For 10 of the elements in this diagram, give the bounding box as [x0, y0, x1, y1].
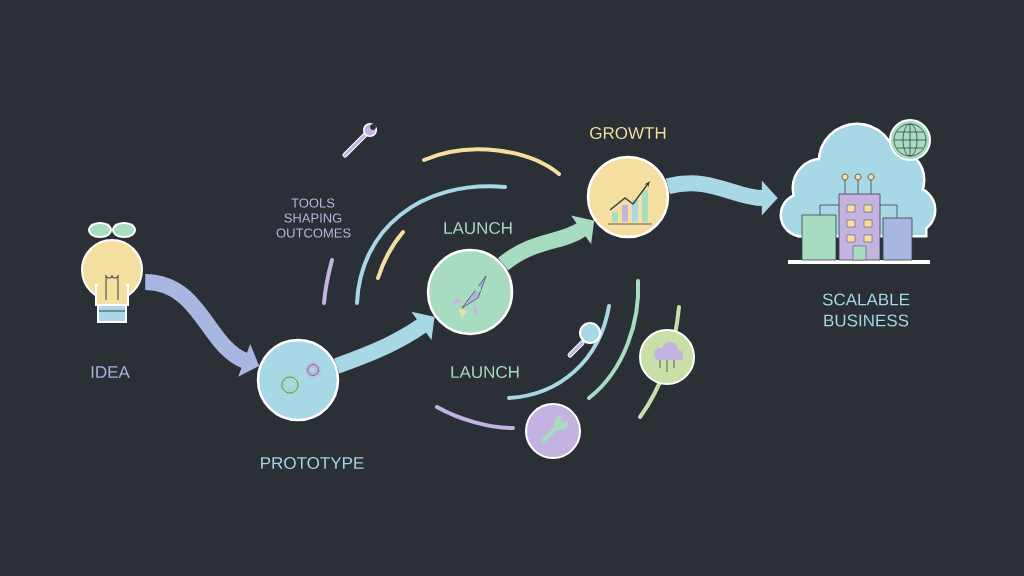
ribbon-arrow [334, 311, 435, 374]
stage-label: PROTOTYPE [261, 457, 364, 470]
stage-label: SCALABLE BUSINESS [822, 293, 910, 327]
cloud-buildings-drawing [779, 119, 937, 264]
lightbulb-drawing [81, 222, 143, 323]
stage-label: IDEA [91, 366, 130, 378]
stage-label: GROWTH [590, 127, 666, 140]
stage-label: LAUNCH [451, 366, 519, 379]
stage-label: LAUNCH [444, 222, 512, 235]
note-text: TOOLS SHAPING OUTCOMES [276, 198, 351, 238]
